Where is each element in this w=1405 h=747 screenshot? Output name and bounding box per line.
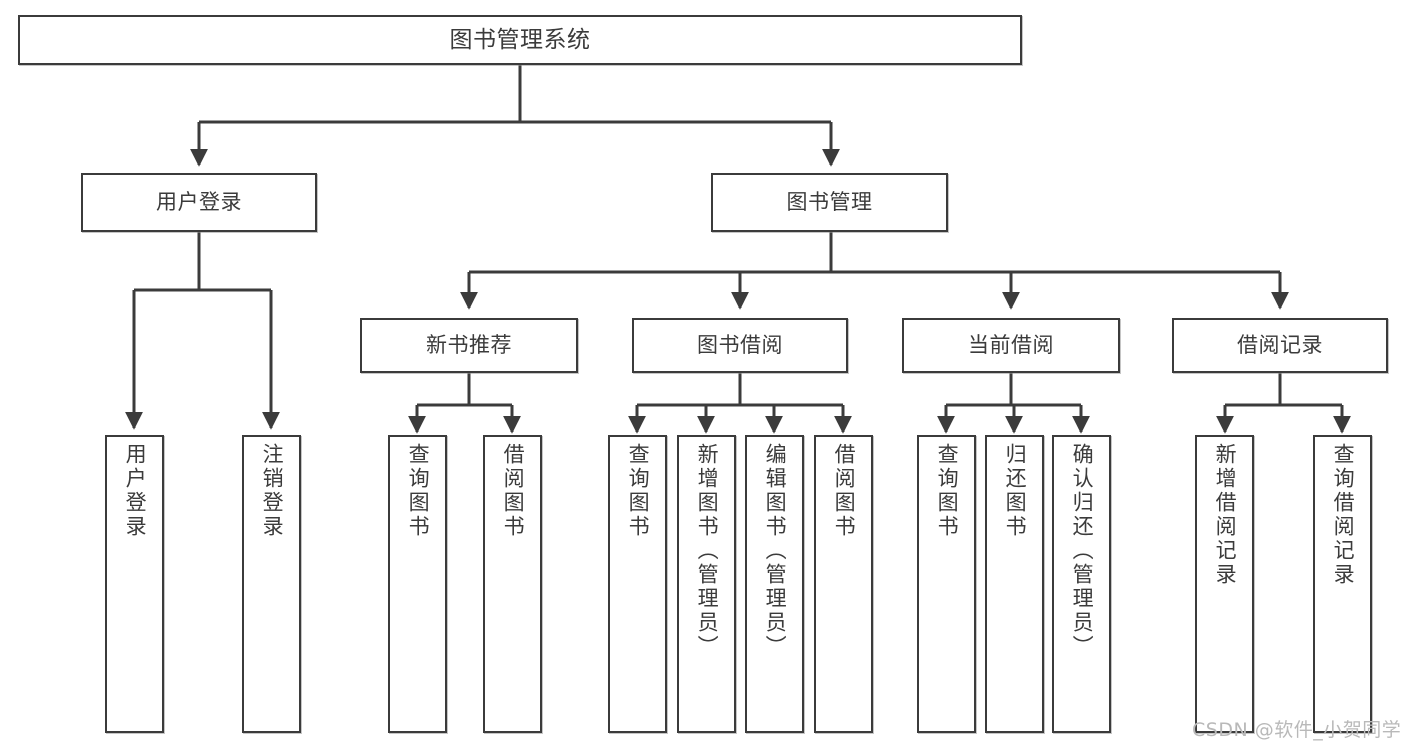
node-book-borrow-label: 图书借阅 bbox=[697, 333, 783, 358]
node-root-label: 图书管理系统 bbox=[449, 26, 591, 53]
leaf-query-books-recommend[interactable]: 查询图书 bbox=[388, 435, 447, 733]
leaf-return-books-label: 归还图书 bbox=[1003, 443, 1028, 539]
leaf-query-borrow-record-label: 查询借阅记录 bbox=[1331, 443, 1356, 587]
node-book-borrow[interactable]: 图书借阅 bbox=[632, 318, 848, 373]
leaf-borrow-books-recommend-label: 借阅图书 bbox=[501, 443, 526, 539]
leaf-add-book-admin-label: 新增图书（管理员） bbox=[695, 443, 720, 659]
leaf-edit-book-admin[interactable]: 编辑图书（管理员） bbox=[745, 435, 804, 733]
node-current-borrow-label: 当前借阅 bbox=[968, 333, 1054, 358]
node-book-management-label: 图书管理 bbox=[786, 190, 873, 215]
leaf-query-books-borrow-label: 查询图书 bbox=[626, 443, 651, 539]
node-new-book-recommend[interactable]: 新书推荐 bbox=[360, 318, 578, 373]
leaf-add-book-admin[interactable]: 新增图书（管理员） bbox=[677, 435, 736, 733]
node-user-login[interactable]: 用户登录 bbox=[81, 173, 317, 232]
leaf-borrow-books[interactable]: 借阅图书 bbox=[814, 435, 873, 733]
node-borrow-records[interactable]: 借阅记录 bbox=[1172, 318, 1388, 373]
leaf-query-borrow-record[interactable]: 查询借阅记录 bbox=[1313, 435, 1372, 733]
leaf-query-books-current[interactable]: 查询图书 bbox=[917, 435, 976, 733]
leaf-borrow-books-recommend[interactable]: 借阅图书 bbox=[483, 435, 542, 733]
leaf-confirm-return-admin[interactable]: 确认归还（管理员） bbox=[1052, 435, 1111, 733]
leaf-confirm-return-admin-label: 确认归还（管理员） bbox=[1070, 443, 1095, 659]
node-new-book-recommend-label: 新书推荐 bbox=[426, 333, 512, 358]
node-user-login-label: 用户登录 bbox=[156, 190, 242, 215]
node-current-borrow[interactable]: 当前借阅 bbox=[902, 318, 1120, 373]
node-book-management[interactable]: 图书管理 bbox=[711, 173, 948, 232]
leaf-borrow-books-label: 借阅图书 bbox=[832, 443, 857, 539]
csdn-watermark: CSDN @软件_小贺同学 bbox=[1192, 719, 1402, 741]
leaf-user-login[interactable]: 用户登录 bbox=[105, 435, 164, 733]
leaf-user-login-label: 用户登录 bbox=[123, 443, 148, 539]
leaf-query-books-current-label: 查询图书 bbox=[935, 443, 960, 539]
node-root-system[interactable]: 图书管理系统 bbox=[18, 15, 1022, 65]
leaf-edit-book-admin-label: 编辑图书（管理员） bbox=[763, 443, 788, 659]
leaf-add-borrow-record-label: 新增借阅记录 bbox=[1213, 443, 1238, 587]
node-borrow-records-label: 借阅记录 bbox=[1237, 333, 1323, 358]
leaf-query-books-borrow[interactable]: 查询图书 bbox=[608, 435, 667, 733]
leaf-query-books-recommend-label: 查询图书 bbox=[406, 443, 431, 539]
leaf-logout[interactable]: 注销登录 bbox=[242, 435, 301, 733]
leaf-logout-label: 注销登录 bbox=[260, 443, 285, 539]
leaf-return-books[interactable]: 归还图书 bbox=[985, 435, 1044, 733]
leaf-add-borrow-record[interactable]: 新增借阅记录 bbox=[1195, 435, 1254, 733]
